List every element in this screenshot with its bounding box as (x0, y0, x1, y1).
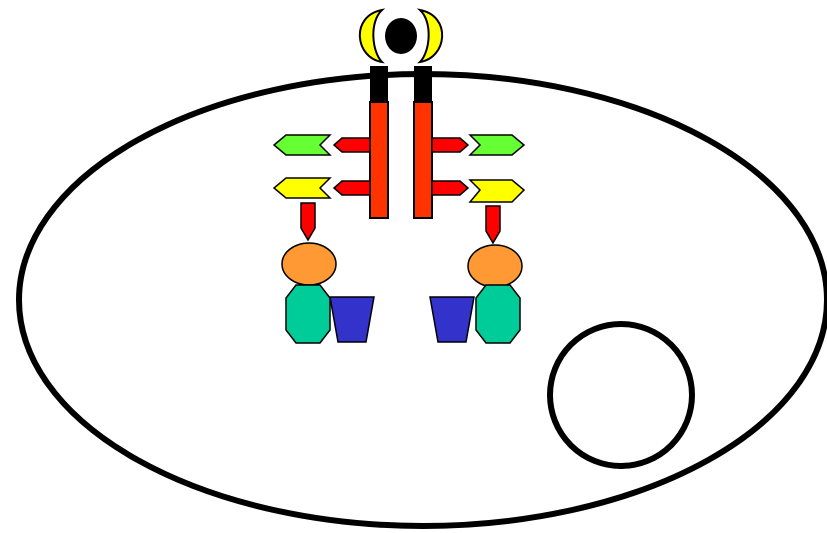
down-arrow-right (486, 206, 500, 243)
receptor-right (414, 66, 432, 218)
receptor-transmembrane-left (370, 66, 388, 102)
down-arrow-left (301, 203, 315, 240)
receptor-intracellular-right (414, 102, 432, 218)
adapter-yellow-right-icon (470, 180, 524, 202)
receptor-transmembrane-right (414, 66, 432, 102)
ligand-icon (385, 18, 417, 54)
effector-blue-left-icon (330, 297, 374, 342)
adapter-green-right-icon (470, 135, 524, 155)
nucleus (550, 324, 692, 466)
receptor-cap-right-icon (420, 10, 442, 62)
effector-orange-left-icon (282, 243, 336, 285)
receptor-intracellular-left (370, 102, 388, 218)
effector-teal-left-icon (286, 285, 330, 343)
phospho-arrow-left-bottom (334, 181, 370, 195)
phospho-arrow-right-top (432, 138, 468, 152)
adapter-green-left-icon (274, 135, 330, 155)
effector-teal-right-icon (476, 285, 520, 343)
phospho-arrow-right-bottom (432, 181, 468, 195)
effector-orange-right-icon (468, 245, 522, 287)
receptor-cap-left-icon (360, 10, 382, 62)
adapter-yellow-left-icon (274, 178, 330, 198)
receptor-left (370, 66, 388, 218)
phospho-arrow-left-top (334, 138, 370, 152)
effector-blue-right-icon (430, 297, 474, 342)
